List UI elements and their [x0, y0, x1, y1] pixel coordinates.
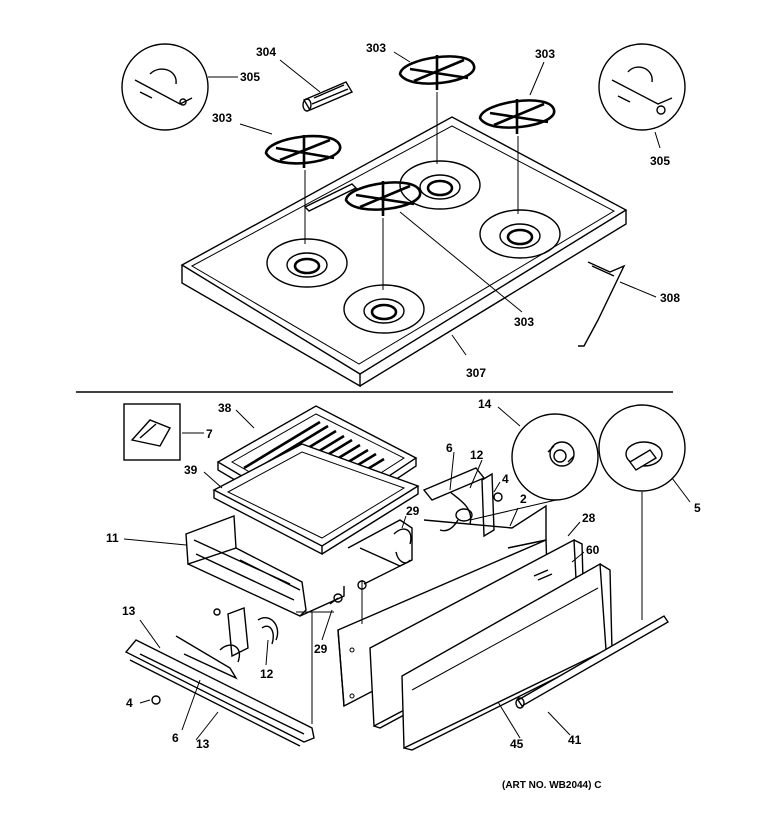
label-12-lower: 12 [260, 667, 274, 681]
part-12-spring-lower [257, 617, 279, 666]
detail-inset-305-left [121, 43, 209, 131]
label-305-left: 305 [240, 70, 260, 84]
burner-rear-right [479, 209, 561, 259]
label-303-left: 303 [212, 111, 232, 125]
label-13-upper: 13 [122, 604, 136, 618]
label-60: 60 [586, 543, 600, 557]
grate-rear-left [398, 55, 476, 164]
part-39-broiler-pan [203, 443, 420, 556]
part-304-cylinder [302, 81, 354, 112]
callout-labels: 304 305 303 303 303 303 305 308 307 38 7… [106, 41, 701, 791]
burner-front-right [343, 284, 425, 334]
label-7: 7 [206, 427, 213, 441]
label-303-right: 303 [535, 47, 555, 61]
part-29-and-4-fasteners [139, 515, 412, 731]
label-29-upper: 29 [406, 504, 420, 518]
label-11: 11 [106, 531, 119, 545]
grate-left [264, 134, 342, 244]
burner-rear-left [399, 160, 481, 210]
part-11-drawer-frame [123, 515, 413, 617]
label-305-right: 305 [650, 154, 670, 168]
leader-lines-bottom [497, 701, 521, 739]
label-2: 2 [520, 492, 527, 506]
part-60-door-panel [401, 551, 613, 751]
part-14-knob-inset [497, 406, 599, 501]
label-308: 308 [660, 291, 680, 305]
cooktop-assembly [180, 116, 628, 388]
label-4-lower: 4 [126, 696, 133, 710]
label-29-lower: 29 [314, 642, 328, 656]
label-6-upper: 6 [446, 441, 453, 455]
label-307: 307 [466, 366, 486, 380]
part-7-inset-box [123, 403, 204, 461]
label-28: 28 [582, 511, 596, 525]
label-38: 38 [218, 401, 232, 415]
part-13-slide-rails [124, 607, 315, 747]
label-45: 45 [510, 737, 524, 751]
art-number: (ART NO. WB2044) C [502, 780, 601, 791]
grate-right [478, 99, 556, 214]
part-41-handle [515, 615, 669, 736]
label-6-lower: 6 [172, 731, 179, 745]
part-2-panel [423, 504, 547, 549]
label-14: 14 [478, 397, 492, 411]
label-13-lower: 13 [196, 737, 210, 751]
leader-lines-top [208, 51, 661, 356]
label-4-upper: 4 [502, 472, 509, 486]
label-5: 5 [694, 501, 701, 515]
label-41: 41 [568, 733, 582, 747]
label-39: 39 [184, 463, 198, 477]
part-5-knob-inset [469, 404, 691, 620]
label-304: 304 [256, 45, 276, 59]
burner-front-left [266, 238, 348, 288]
part-308-wire [578, 261, 626, 347]
detail-inset-305-right [598, 43, 686, 131]
label-303-rear: 303 [366, 41, 386, 55]
label-12-upper: 12 [470, 448, 484, 462]
label-303-center: 303 [514, 315, 534, 329]
grate-center [344, 181, 422, 290]
